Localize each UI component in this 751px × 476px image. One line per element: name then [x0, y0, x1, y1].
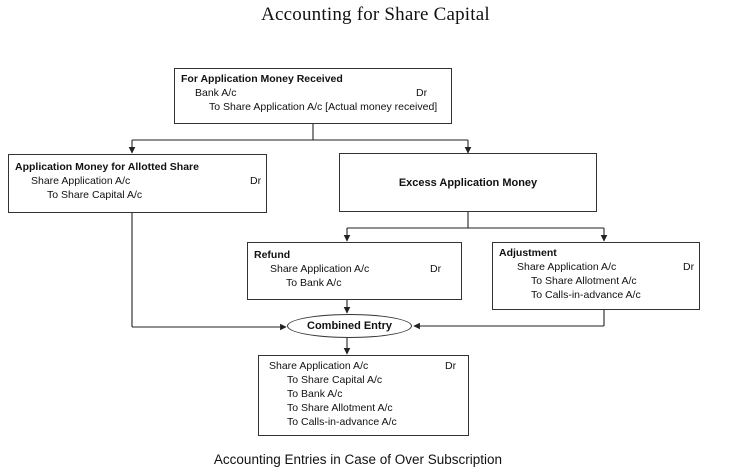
- application-received-box: For Application Money Received Bank A/c …: [174, 68, 452, 124]
- refund-dr: Dr: [430, 263, 442, 275]
- adjustment-line2: To Share Allotment A/c: [531, 275, 637, 287]
- adjustment-line3: To Calls-in-advance A/c: [531, 289, 641, 301]
- allotted-share-heading: Application Money for Allotted Share: [15, 161, 199, 173]
- combined-entry-credit-1: To Share Capital A/c: [287, 374, 383, 386]
- refund-box: Refund Share Application A/c Dr To Bank …: [247, 242, 462, 300]
- combined-entry-line1: Share Application A/c: [269, 360, 369, 372]
- excess-application-box: Excess Application Money: [339, 153, 597, 212]
- application-received-heading: For Application Money Received: [181, 73, 343, 85]
- adjustment-heading: Adjustment: [499, 247, 557, 259]
- combined-entry-dr: Dr: [445, 360, 457, 372]
- combined-entry-box: Share Application A/c Dr To Share Capita…: [258, 355, 469, 436]
- application-received-dr: Dr: [416, 87, 428, 99]
- refund-line1: Share Application A/c: [270, 263, 370, 275]
- combined-entry-credit-2: To Bank A/c: [287, 388, 343, 400]
- page-title: Accounting for Share Capital: [261, 4, 490, 25]
- combined-entry-oval: Combined Entry: [287, 314, 412, 338]
- combined-entry-label: Combined Entry: [307, 320, 392, 332]
- adjustment-dr: Dr: [683, 261, 695, 273]
- combined-entry-credit-4: To Calls-in-advance A/c: [287, 416, 397, 428]
- refund-heading: Refund: [254, 249, 291, 261]
- figure-caption: Accounting Entries in Case of Over Subsc…: [213, 452, 503, 467]
- refund-line2: To Bank A/c: [286, 277, 342, 289]
- adjustment-line1: Share Application A/c: [517, 261, 617, 273]
- combined-entry-credit-3: To Share Allotment A/c: [287, 402, 393, 414]
- allotted-share-box: Application Money for Allotted Share Sha…: [8, 154, 267, 213]
- application-received-line2: To Share Application A/c [Actual money r…: [209, 101, 438, 113]
- allotted-share-line2: To Share Capital A/c: [47, 189, 143, 201]
- allotted-share-dr: Dr: [250, 175, 262, 187]
- application-received-line1: Bank A/c: [195, 87, 237, 99]
- excess-application-heading: Excess Application Money: [398, 176, 538, 189]
- allotted-share-line1: Share Application A/c: [31, 175, 131, 187]
- adjustment-box: Adjustment Share Application A/c Dr To S…: [492, 242, 700, 310]
